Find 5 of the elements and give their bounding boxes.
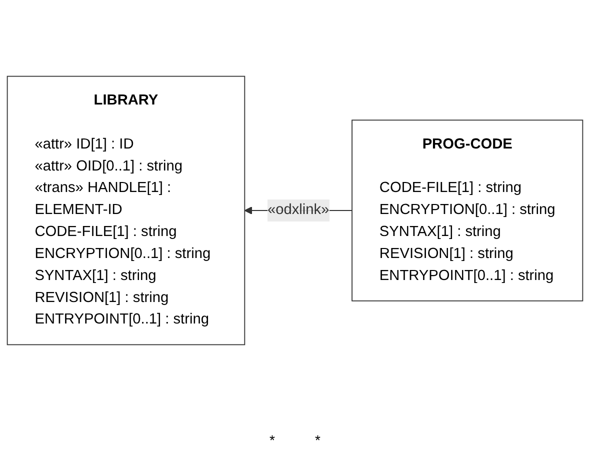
node-box: PROG-CODE CODE-FILE[1] : string ENCRYPTION[0..1] : string SYNTAX[1] : string REVISION[1] : string ENTRYPOINT[0..1] : string <box>352 119 584 301</box>
node-box: LIBRARY «attr» ID[1] : ID «attr» OID[0..1] : string «trans» HANDLE[1] : ELEMENT-ID CODE-FILE[1] : string ENCRYPTION[0..1] : string SYNTAX[1] : string REVISION[1] : string ENTRYPOINT[0..1] : string <box>6 75 246 345</box>
multiplicity-label: * <box>315 432 320 448</box>
edge-label: «odxlink» <box>267 202 330 218</box>
multiplicity-label: * <box>270 432 275 448</box>
